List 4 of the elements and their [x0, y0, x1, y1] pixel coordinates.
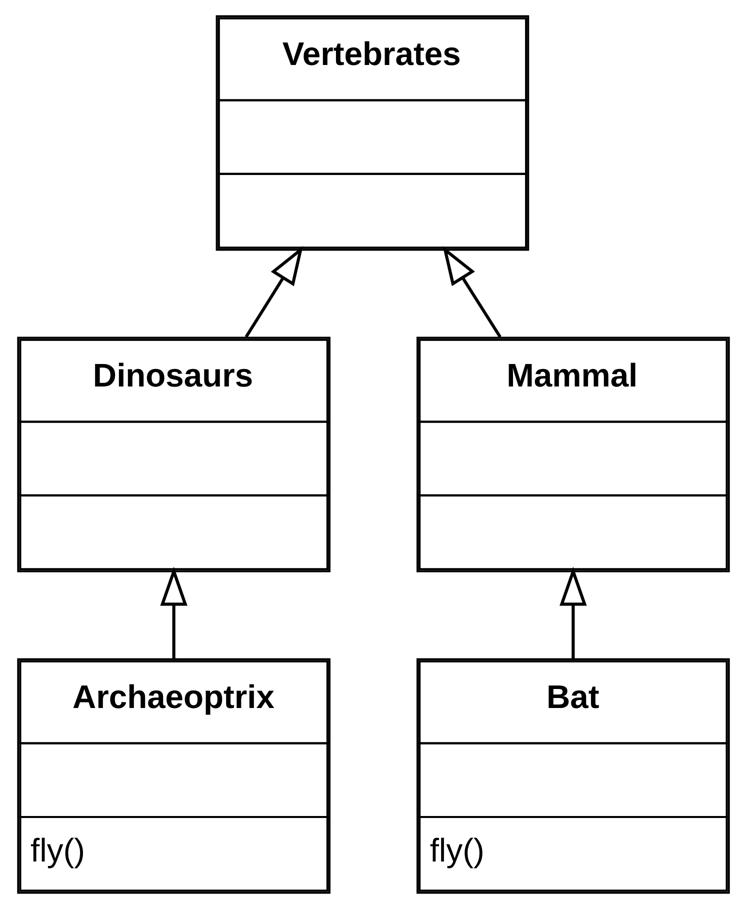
arrow — [560, 566, 587, 658]
arrow — [244, 246, 304, 338]
arrow — [160, 566, 188, 658]
arrow — [442, 246, 502, 338]
